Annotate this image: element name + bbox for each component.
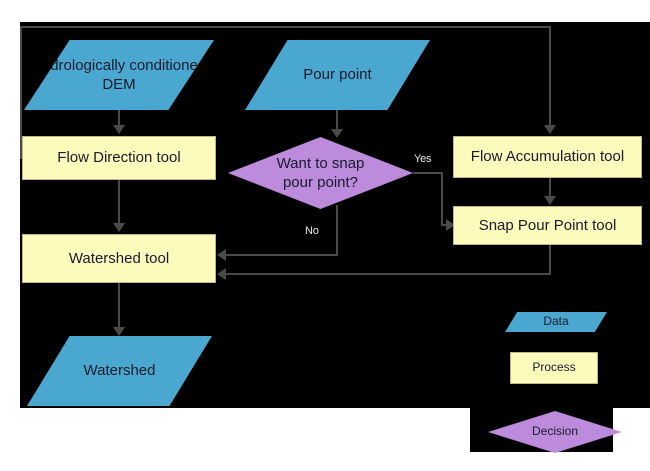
connector-accumulation-to-snap	[549, 178, 551, 196]
branch-label-yes: Yes	[414, 153, 432, 165]
arrowhead-to-snap-pour-point	[446, 219, 455, 231]
connector-no-to-watershed-tool	[226, 254, 338, 256]
connector-watershed-tool-to-watershed	[118, 283, 120, 328]
connector-yes-out	[413, 172, 443, 174]
node-label-flow-accumulation-tool: Flow Accumulation tool	[470, 148, 625, 166]
arrowhead-to-watershed-tool	[113, 223, 125, 232]
node-watershed-tool[interactable]: Watershed tool	[22, 234, 216, 283]
node-label-flow-direction-tool: Flow Direction tool	[57, 149, 181, 167]
legend-label-process: Process	[532, 360, 576, 375]
node-label-watershed-tool: Watershed tool	[68, 249, 170, 267]
connector-dem-to-flow-direction	[118, 110, 120, 126]
arrowhead-to-decision	[331, 129, 343, 138]
node-label-dem: Hydrologically conditioned DEM	[31, 56, 207, 93]
node-snap-pour-point-tool[interactable]: Snap Pour Point tool	[453, 206, 642, 245]
node-label-snap-decision: Want to snap pour point?	[276, 154, 365, 191]
arrowhead-no-to-watershed-tool	[217, 249, 226, 261]
node-label-pour-point: Pour point	[303, 66, 372, 84]
node-label-watershed: Watershed	[83, 362, 156, 380]
connector-yes-drop	[441, 172, 443, 225]
connector-flow-direction-to-watershed-tool	[118, 180, 120, 224]
branch-label-no: No	[305, 225, 319, 237]
node-label-snap-pour-point-tool: Snap Pour Point tool	[478, 216, 617, 234]
legend-label-data: Data	[543, 314, 569, 329]
legend-item-process: Process	[510, 352, 598, 384]
connector-dem-left-riser	[20, 26, 22, 158]
arrowhead-to-watershed	[113, 327, 125, 336]
connector-accumulation-drop	[549, 26, 551, 126]
connector-dem-to-accumulation-top	[20, 26, 551, 28]
connector-pour-point-to-decision	[336, 110, 338, 130]
node-flow-direction-tool[interactable]: Flow Direction tool	[22, 136, 216, 180]
connector-yes-into-snap	[441, 224, 447, 226]
arrowhead-snap-to-watershed-tool	[217, 268, 226, 280]
connector-no-drop	[336, 205, 338, 255]
arrowhead-to-flow-direction	[113, 125, 125, 134]
legend-item-data: Data	[505, 312, 607, 332]
node-flow-accumulation-tool[interactable]: Flow Accumulation tool	[453, 136, 642, 178]
connector-snap-return-to-watershed-tool	[226, 273, 551, 275]
legend-label-decision: Decision	[531, 424, 579, 439]
arrowhead-to-flow-accumulation	[544, 125, 556, 134]
arrowhead-accumulation-to-snap	[544, 196, 556, 205]
connector-snap-return-drop	[549, 245, 551, 274]
